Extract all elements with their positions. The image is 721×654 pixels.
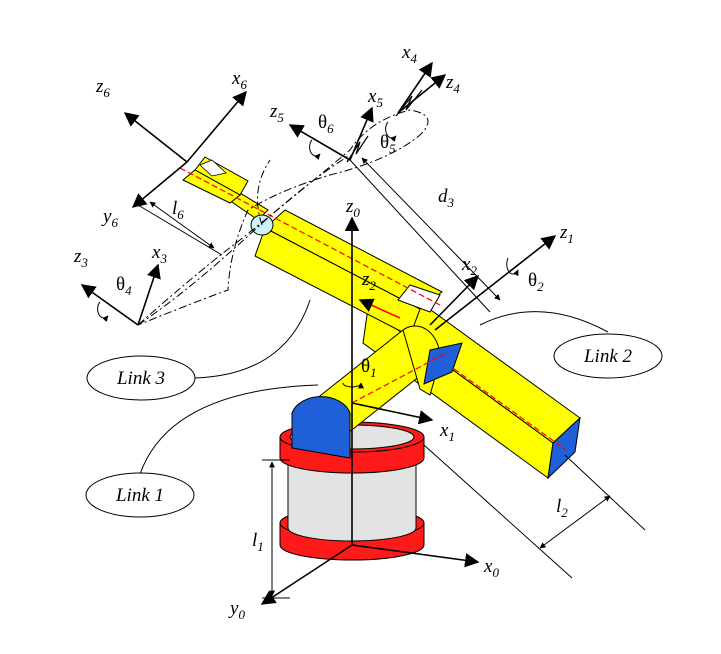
label-z1: z1	[559, 222, 574, 246]
label-theta4: θ4	[116, 274, 132, 298]
label-z6: z6	[95, 76, 110, 100]
label-y0: y0	[228, 598, 245, 622]
theta2-arc	[506, 257, 519, 277]
label-x0: x0	[483, 556, 499, 580]
theta4-arc	[97, 301, 109, 323]
z2-axis	[358, 298, 401, 319]
joint-4-zigzag	[395, 89, 423, 117]
label-x1: x1	[439, 420, 455, 444]
label-l1: l1	[252, 530, 264, 554]
theta5-arc	[385, 121, 397, 143]
link-3-bar	[179, 156, 443, 337]
label-y6: y6	[101, 206, 118, 230]
z6-axis	[123, 112, 188, 163]
x3-axis	[137, 263, 161, 326]
label-x4: x4	[401, 42, 417, 66]
label-x5: x5	[367, 86, 383, 110]
z4-axis	[397, 74, 447, 114]
x4-axis	[397, 61, 433, 114]
label-theta2: θ2	[528, 270, 544, 294]
label-x6: x6	[231, 68, 247, 92]
theta6-arc	[309, 139, 321, 161]
callout-link-2: Link 2	[479, 311, 663, 379]
label-theta6: θ6	[318, 112, 334, 136]
y0-axis	[260, 544, 353, 605]
label-x2: x2	[461, 254, 477, 278]
x0-axis	[351, 544, 480, 568]
wrist-trajectory-curve-3	[257, 159, 271, 226]
label-z3: z3	[73, 246, 88, 270]
z3-axis	[80, 284, 139, 326]
dimension-l2	[423, 444, 646, 579]
label-theta5: θ5	[380, 132, 396, 156]
label-d3: d3	[438, 186, 455, 210]
label-z4: z4	[445, 72, 460, 96]
link-1-body	[291, 325, 463, 459]
callout-link-1-label: Link 1	[115, 485, 164, 506]
dimension-l1	[262, 459, 290, 599]
label-theta1: θ1	[361, 356, 377, 380]
callout-link-3-label: Link 3	[116, 368, 165, 389]
label-x3: x3	[151, 242, 167, 266]
label-z5: z5	[269, 101, 284, 125]
callout-link-3: Link 3	[86, 299, 311, 401]
x6-axis	[186, 90, 247, 163]
theta1-arc	[342, 382, 364, 389]
label-l2: l2	[556, 496, 568, 520]
joint-5-zigzag	[346, 135, 369, 163]
callout-link-2-label: Link 2	[583, 346, 633, 367]
dimension-d3	[349, 157, 501, 313]
wrist-trajectory-curve	[137, 109, 429, 326]
label-l6: l6	[172, 198, 184, 222]
wrist-trajectory-curve-2	[137, 154, 351, 326]
z5-axis	[288, 124, 351, 161]
y6-axis	[131, 161, 188, 208]
callout-link-1: Link 1	[85, 384, 319, 518]
x1-axis	[351, 402, 434, 425]
dimension-l6	[137, 201, 223, 256]
label-z2: z2	[361, 269, 376, 293]
label-z0: z0	[345, 196, 360, 220]
